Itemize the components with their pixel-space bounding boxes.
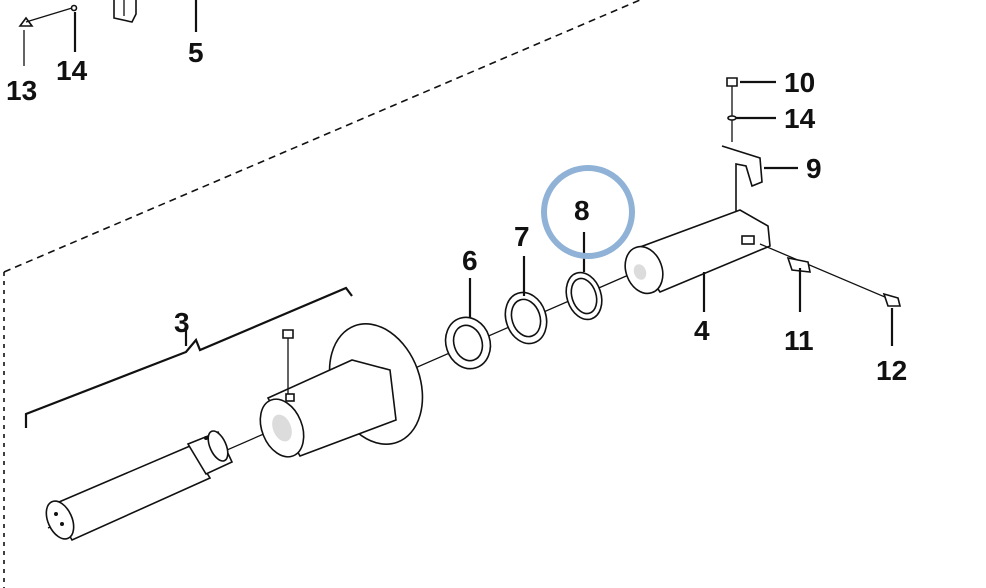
clip-bracket-assembly	[721, 77, 763, 212]
flanged-hub	[259, 323, 424, 458]
callout-12: 12	[876, 355, 907, 386]
group-bracket	[24, 286, 353, 428]
callout-labels: 13 14 5 10 14 9 8 7 6 3 4 11 12	[6, 37, 907, 386]
seal-ring-7	[504, 291, 548, 345]
callout-14-right: 14	[784, 103, 816, 134]
callout-6: 6	[462, 245, 478, 276]
callout-8: 8	[574, 195, 590, 226]
callout-11: 11	[784, 325, 814, 356]
grease-fittings	[759, 243, 902, 307]
top-left-fasteners	[18, 0, 198, 66]
seal-ring-8	[565, 271, 603, 321]
callout-4: 4	[694, 315, 710, 346]
highlight-circle	[541, 165, 635, 259]
callout-5: 5	[188, 37, 204, 68]
callout-13: 13	[6, 75, 37, 106]
cylinder-part	[624, 209, 771, 295]
callout-3: 3	[174, 307, 190, 338]
callout-7: 7	[514, 221, 530, 252]
assembly-boundary	[3, 0, 641, 588]
seal-ring-6	[444, 316, 492, 370]
callout-14-top: 14	[56, 55, 88, 86]
callout-9: 9	[806, 153, 822, 184]
shaft	[45, 430, 234, 542]
leader-lines	[184, 80, 894, 346]
callout-10: 10	[784, 67, 815, 98]
